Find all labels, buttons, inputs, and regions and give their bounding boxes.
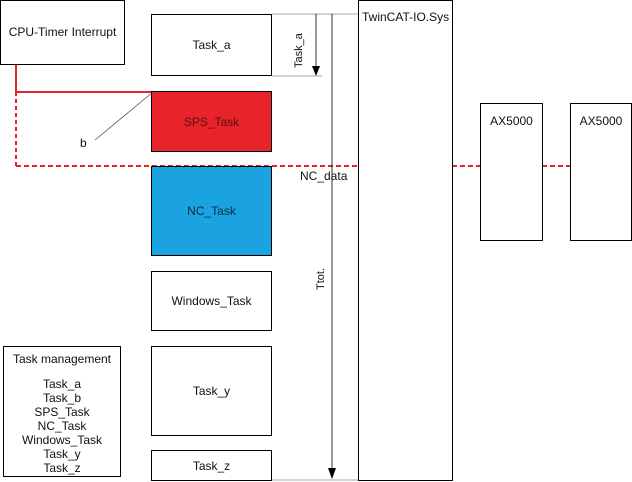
task-a-box: Task_a [151, 14, 272, 76]
twincat-io-sys-box: TwinCAT-IO.Sys [358, 0, 453, 481]
label-b: b [80, 136, 87, 150]
task-management-item: Task_a [42, 377, 82, 391]
ax5000-drive-1-box: AX5000 [480, 103, 543, 241]
task-management-item: Task_b [42, 391, 82, 405]
task-management-list: Task_a Task_b SPS_Task NC_Task Windows_T… [22, 377, 102, 475]
total-time-arrowhead [328, 468, 336, 479]
task-management-item: NC_Task [37, 419, 87, 433]
windows-task-box: Windows_Task [151, 271, 272, 331]
task-management-item: Task_y [43, 447, 81, 461]
sps-task-box: SPS_Task [151, 91, 272, 152]
twincat-label: TwinCAT-IO.Sys [362, 10, 450, 24]
task-management-item: Task_z [43, 461, 81, 475]
task-management-title: Task management [12, 352, 112, 366]
nc-data-label: NC_data [300, 169, 348, 183]
total-time-label: Ttot. [315, 267, 327, 290]
task-y-box: Task_y [151, 346, 272, 436]
task-a-label: Task_a [192, 38, 231, 52]
cpu-timer-label: CPU-Timer Interrupt [8, 25, 117, 39]
ax5000-drive-2-label: AX5000 [579, 114, 623, 128]
ax5000-drive-1-label: AX5000 [490, 114, 533, 128]
task-a-time-label: Task_a [293, 33, 305, 68]
task-a-time-arrowhead [312, 66, 320, 76]
task-y-label: Task_y [192, 384, 231, 398]
task-z-box: Task_z [151, 450, 272, 481]
label-b-leader [94, 91, 154, 141]
task-management-item: Windows_Task [21, 433, 103, 447]
sps-task-label: SPS_Task [183, 114, 240, 129]
task-management-item: SPS_Task [34, 405, 90, 419]
ax5000-drive-2-box: AX5000 [570, 103, 632, 241]
cpu-timer-interrupt-box: CPU-Timer Interrupt [0, 0, 125, 65]
nc-task-label: NC_Task [187, 204, 236, 218]
windows-task-label: Windows_Task [171, 294, 252, 308]
task-z-label: Task_z [192, 458, 231, 473]
task-management-box: Task management Task_a Task_b SPS_Task N… [3, 346, 121, 477]
nc-task-box: NC_Task [151, 166, 272, 256]
